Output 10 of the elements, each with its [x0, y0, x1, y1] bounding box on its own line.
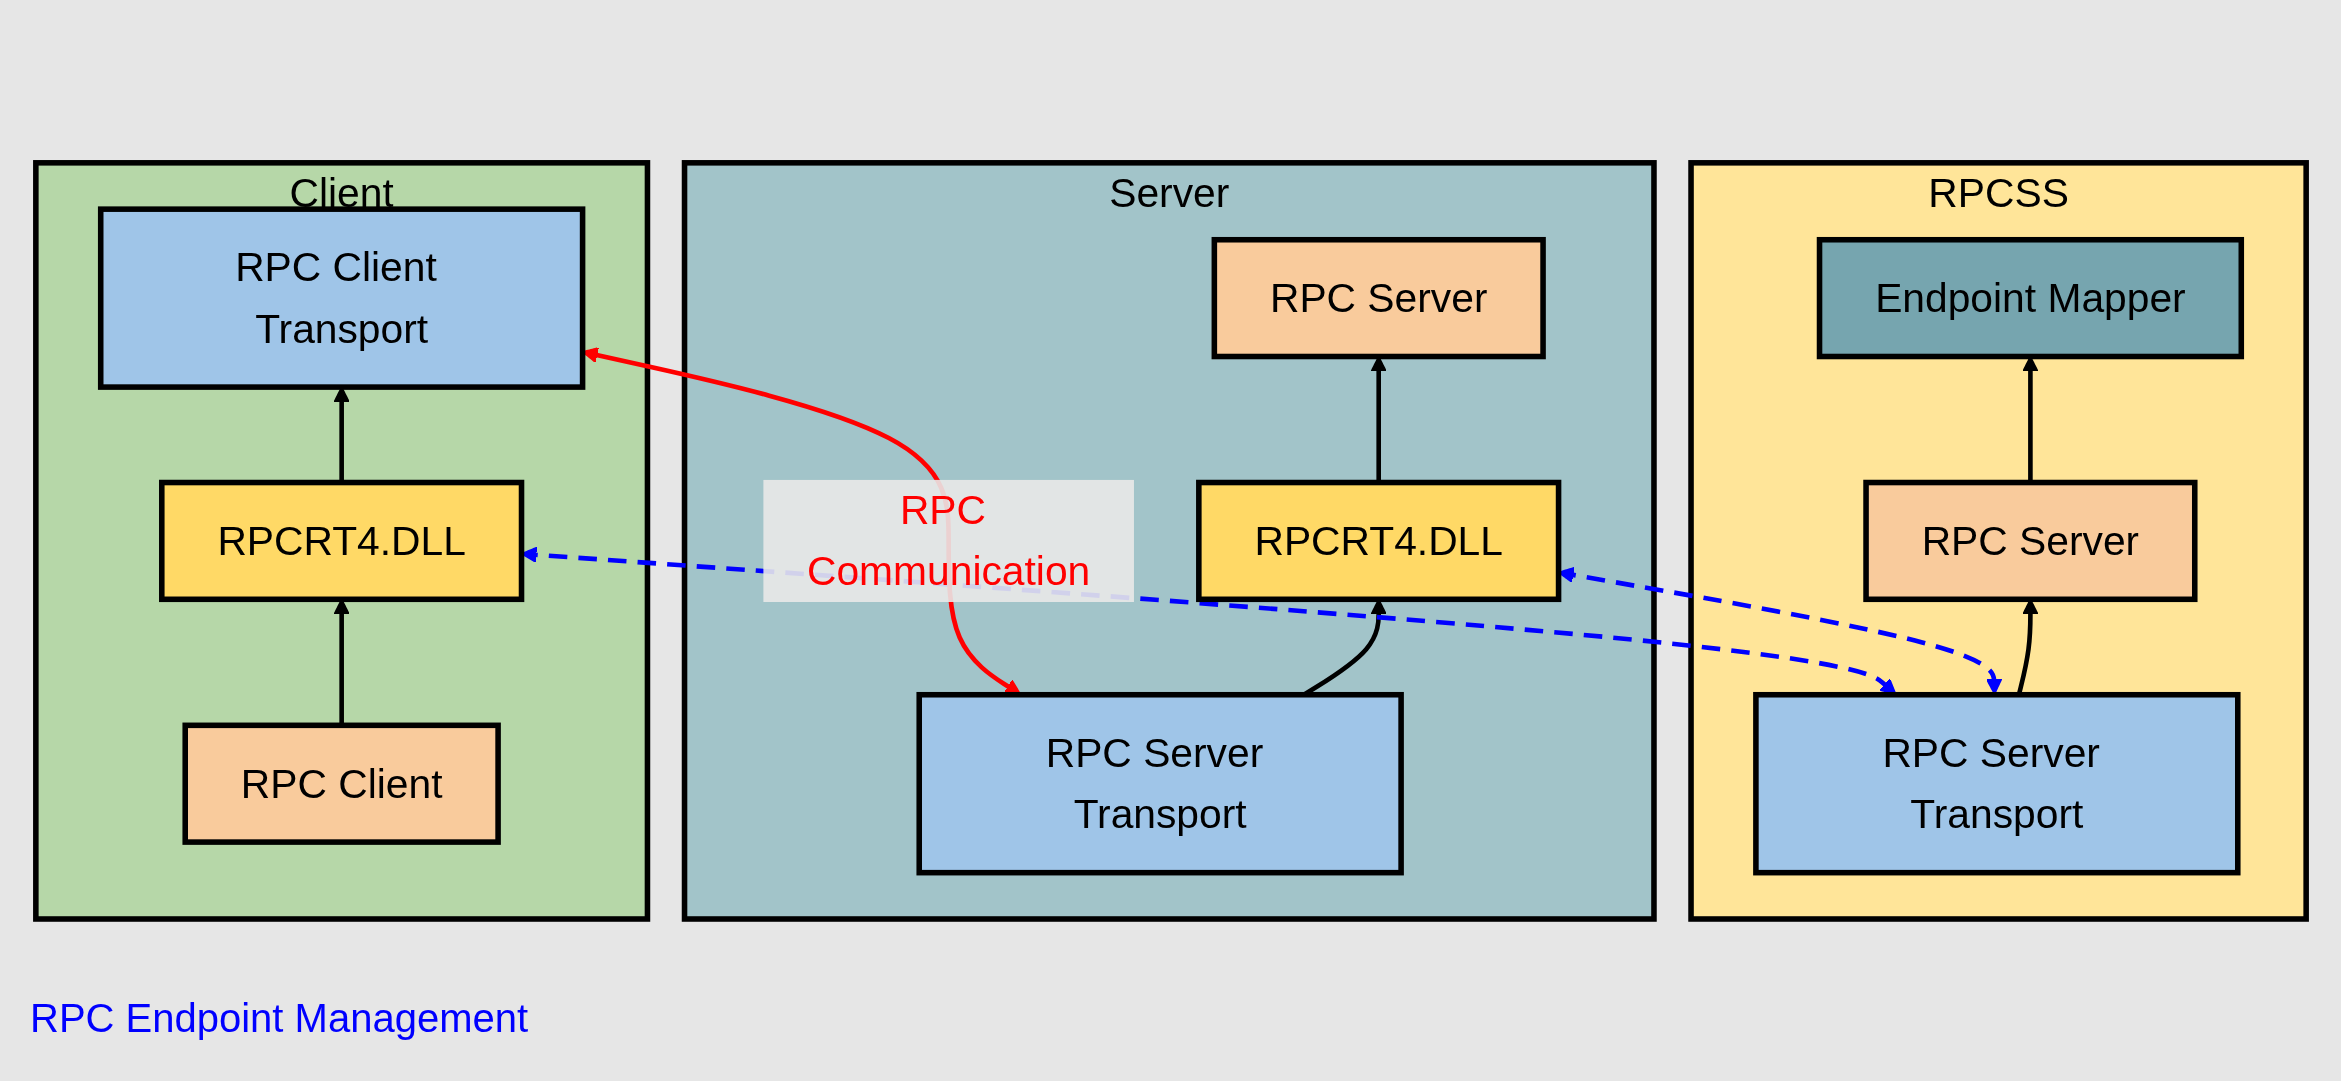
edge-label: RPC Communication: [806, 486, 1090, 595]
node-box: Endpoint Mapper: [1816, 236, 2244, 359]
node-box: RPC Server Transport: [915, 691, 1404, 876]
node-box: RPCRT4.DLL: [1195, 479, 1561, 602]
node-box: RPC Server: [1862, 479, 2198, 602]
annotation-text: RPC Endpoint Management: [30, 996, 529, 1041]
node-box: RPC Server Transport: [1752, 691, 2241, 876]
node-box: RPC Server: [1211, 236, 1546, 359]
node-box: RPCRT4.DLL: [158, 479, 524, 602]
node-box: RPC Client: [181, 722, 501, 845]
